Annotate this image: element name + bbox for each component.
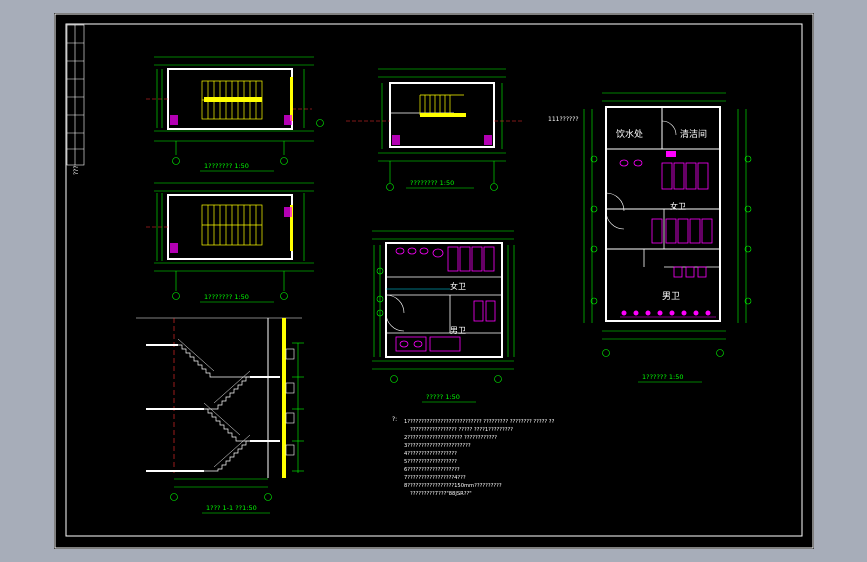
note-line: 4?????????????????? — [404, 451, 457, 457]
big-plan: 111?????? 饮水处 清洁间 女卫 男卫 1?????? 1:50 — [548, 92, 752, 383]
note-line: ????????????????? ????? ????1????????? — [410, 427, 513, 433]
sheet-inner-border — [65, 23, 803, 537]
note-line: 2???????????????????? ???????????? — [404, 435, 497, 441]
title-block — [66, 24, 85, 166]
toilet-plan-female-label: 女卫 — [450, 281, 466, 291]
toilet-plan-caption: ????? 1:50 — [426, 393, 460, 401]
toilet-plan-male-label: 男卫 — [450, 326, 466, 335]
big-plan-cleaning-label: 清洁间 — [680, 128, 707, 140]
small-plan: ???????? 1:50 — [346, 68, 524, 191]
stair-plan-1: 1??????? 1:50 — [146, 56, 324, 172]
notes: ?: 1??????????????????????????? ????????… — [392, 416, 555, 497]
sheet-outer-border — [54, 13, 814, 549]
note-line: 8?????????????????150mm?????????? — [404, 483, 502, 489]
drawing-sheet: ??? — [54, 13, 814, 549]
big-plan-water-label: 饮水处 — [616, 128, 643, 140]
notes-header: ?: — [392, 416, 397, 423]
cad-drawing: ??? — [54, 13, 814, 549]
small-plan-caption: ???????? 1:50 — [410, 179, 454, 187]
note-line: 5?????????????????? — [404, 459, 457, 465]
stair-plan-2: 1??????? 1:50 — [146, 182, 314, 303]
note-line: 3??????????????????????? — [404, 443, 471, 449]
title-block-side-text: ??? — [73, 165, 80, 175]
note-line: 6??????????????????? — [404, 467, 460, 473]
note-line: ?????????7???"88JSR??" — [410, 491, 472, 497]
stair-section-caption: 1??? 1-1 ??1:50 — [206, 504, 257, 512]
note-line: 1??????????????????????????? ????????? ?… — [404, 419, 555, 425]
big-plan-top-label: 111?????? — [548, 116, 579, 123]
stair-plan-2-caption: 1??????? 1:50 — [204, 293, 249, 301]
big-plan-male-label: 男卫 — [662, 291, 680, 302]
big-plan-caption: 1?????? 1:50 — [642, 373, 684, 381]
big-plan-female-label: 女卫 — [670, 201, 686, 211]
toilet-plan: 女卫 男卫 ????? 1:50 — [372, 230, 515, 403]
note-line: 7?????????????????4??? — [404, 475, 466, 481]
stair-section: 1??? 1-1 ??1:50 — [136, 317, 304, 514]
stair-plan-1-caption: 1??????? 1:50 — [204, 162, 249, 170]
